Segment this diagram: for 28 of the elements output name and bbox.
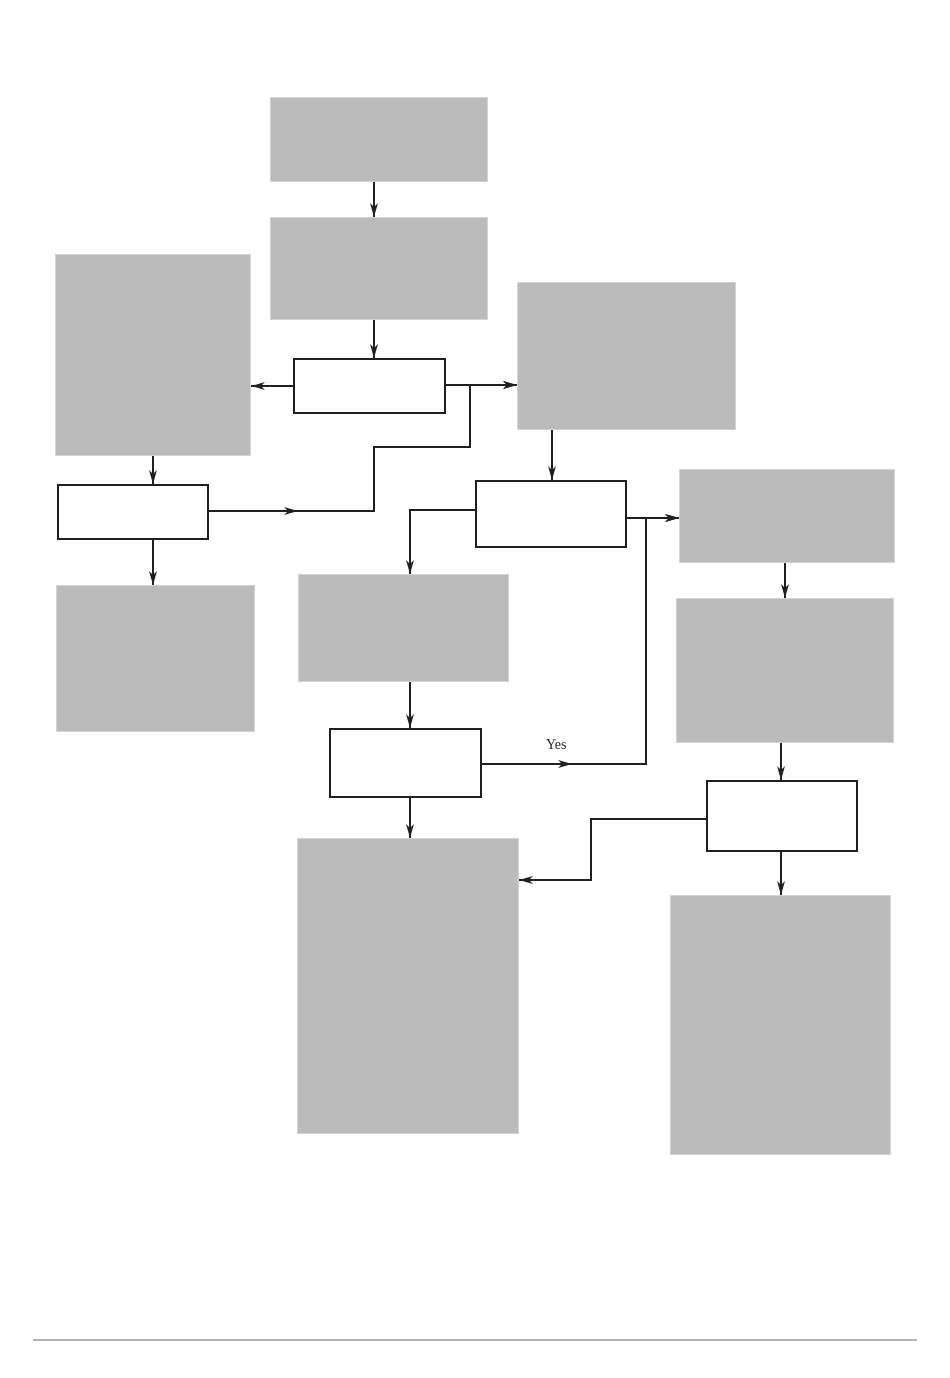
process-box: [293, 358, 446, 414]
shaded-box: [270, 217, 488, 320]
process-box: [329, 728, 482, 798]
arrow: [777, 742, 785, 781]
shaded-box: [298, 574, 509, 682]
arrow: [777, 851, 785, 896]
arrow: [370, 319, 378, 359]
shaded-box: [676, 598, 894, 743]
arrow: [518, 818, 707, 884]
arrow: [406, 681, 414, 729]
arrow: [149, 455, 157, 485]
shaded-box: [670, 895, 891, 1155]
arrow: [781, 562, 789, 599]
shaded-box: [517, 282, 736, 430]
arrow: [406, 509, 476, 575]
process-box: [475, 480, 627, 548]
shaded-box: [270, 97, 488, 182]
shaded-box: [55, 254, 251, 456]
arrow: [370, 181, 378, 218]
shaded-box: [297, 838, 519, 1134]
shaded-box: [56, 585, 255, 732]
arrow: [548, 429, 556, 481]
shaded-box: [679, 469, 895, 563]
process-box: [706, 780, 858, 852]
process-box: [57, 484, 209, 540]
arrow: [250, 382, 294, 390]
arrow: [406, 797, 414, 839]
arrow: [149, 539, 157, 586]
